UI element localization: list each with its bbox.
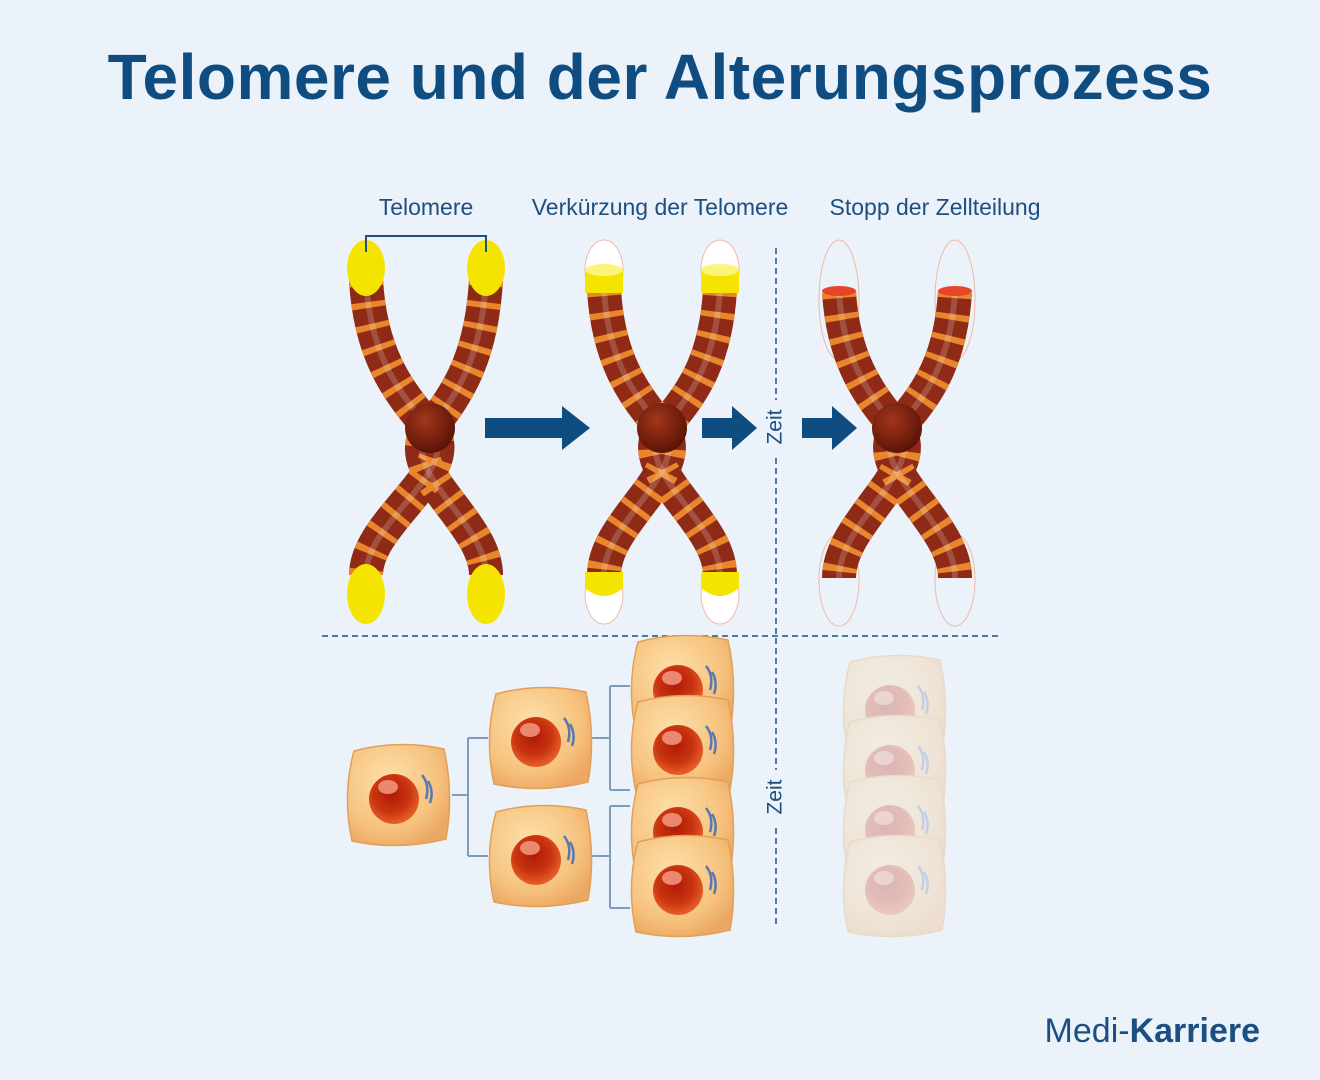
centromere: [872, 403, 922, 453]
stage-label-division-stop: Stopp der Zellteilung: [829, 194, 1041, 220]
cell: [488, 804, 593, 908]
cell: [630, 694, 735, 798]
telomere-bracket: [365, 235, 487, 252]
centromere: [405, 403, 455, 453]
senescent-cells: [842, 654, 947, 938]
cell: [488, 686, 593, 790]
telomere-critical: [822, 286, 856, 296]
time-label-top: Zeit: [764, 409, 787, 444]
time-label-bottom: Zeit: [764, 779, 787, 814]
cell: [630, 834, 735, 938]
chromosome-critical-telomeres: [818, 239, 976, 627]
centromere: [637, 403, 687, 453]
arrow-right-icon: [485, 406, 590, 450]
brand-logo: Medi-Karriere: [1044, 1012, 1260, 1050]
cell-division-tree: [452, 685, 630, 909]
dividing-cells: [346, 634, 735, 938]
telomere-caps-short: [585, 264, 739, 596]
telomere-caps: [347, 240, 505, 624]
cell: [842, 834, 947, 938]
cell: [346, 743, 451, 847]
page-title: Telomere und der Alterungsprozess: [107, 41, 1213, 113]
stage-label-shortening: Verkürzung der Telomere: [531, 194, 789, 220]
stage-label-telomere: Telomere: [378, 194, 474, 220]
arrow-right-icon: [802, 406, 857, 450]
chromosome-shortened-telomeres: [584, 239, 740, 625]
chromosome-full-telomeres: [347, 240, 505, 624]
telomere-critical: [938, 286, 972, 296]
arrow-right-icon: [702, 406, 757, 450]
